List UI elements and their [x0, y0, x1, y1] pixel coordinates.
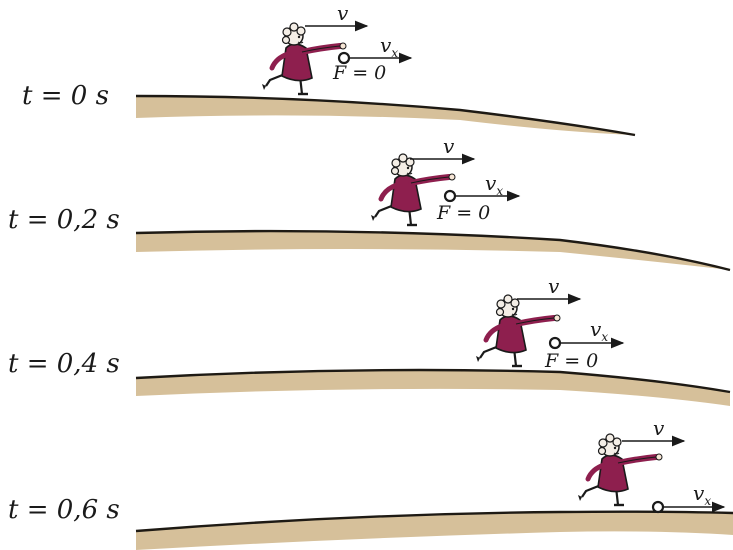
ground-edge-1: [135, 229, 731, 272]
bowling-ball-icon: [651, 500, 665, 514]
velocity-label: v: [443, 134, 455, 158]
time-label: t = 0,4 s: [8, 349, 120, 379]
frame-t06: v vx t = 0,6 s: [8, 416, 733, 550]
frame-t02: v vx F = 0 t = 0,2 s: [8, 134, 731, 272]
force-label: F = 0: [436, 202, 490, 224]
force-label: F = 0: [332, 62, 386, 84]
ground-strip-3: [136, 511, 733, 550]
vx-label: vx: [485, 171, 503, 198]
bowling-ball-icon: [548, 336, 562, 350]
ground-strip-1: [136, 231, 730, 270]
ground-edge-2: [135, 368, 731, 394]
vx-label: vx: [693, 481, 711, 508]
ground-strip-2: [136, 370, 730, 406]
frame-t04: v vx F = 0 t = 0,4 s: [8, 274, 731, 406]
time-label: t = 0,6 s: [8, 495, 120, 525]
frame-t0: v vx F = 0 t = 0 s: [22, 1, 636, 137]
velocity-label: v: [653, 416, 665, 440]
vx-label: vx: [380, 33, 398, 60]
velocity-label: v: [548, 274, 560, 298]
velocity-label: v: [337, 1, 349, 25]
bowler-woman-figure: [578, 434, 662, 505]
ground-edge-0: [135, 94, 636, 137]
time-label: t = 0 s: [22, 81, 109, 111]
vx-label: vx: [590, 317, 608, 344]
bowling-ball-icon: [443, 189, 457, 203]
force-label: F = 0: [544, 350, 598, 372]
ground-edge-3: [135, 510, 733, 533]
ground-strip-0: [136, 96, 635, 135]
time-label: t = 0,2 s: [8, 205, 120, 235]
